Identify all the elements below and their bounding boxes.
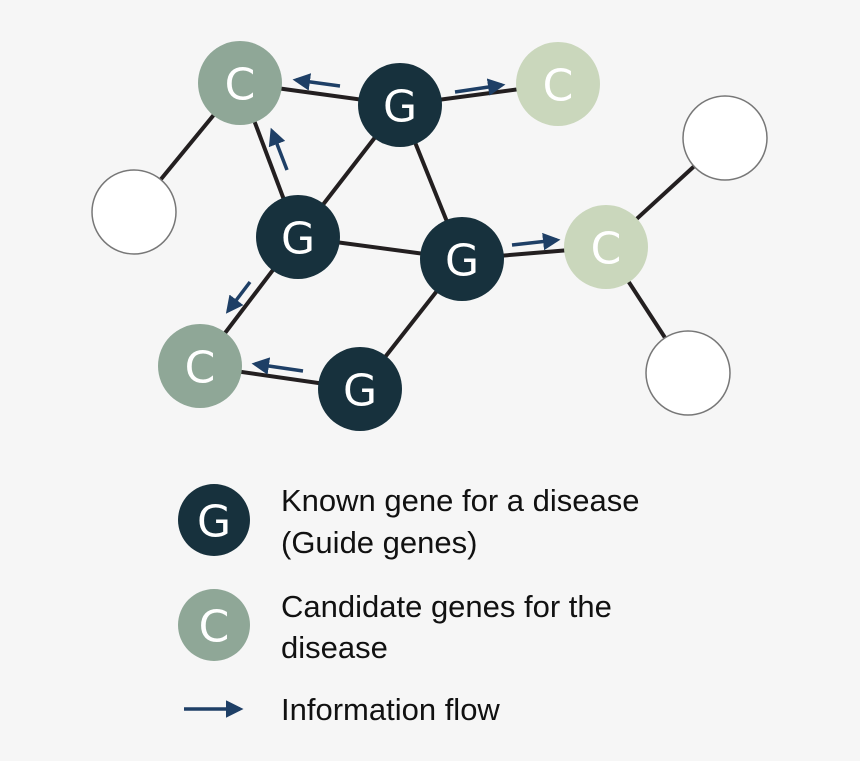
- empty-node-left: [91, 169, 177, 255]
- guide-node-g4: G: [318, 347, 402, 431]
- flow-arrow-g1-to-c1: [292, 73, 341, 91]
- guide-node-label: G: [445, 236, 479, 287]
- empty-nodes: [91, 95, 768, 416]
- candidate-node-label: C: [185, 343, 216, 394]
- flow-arrow-g3-to-c4: [511, 232, 561, 251]
- legend-guide-line1: Known gene for a disease: [281, 483, 639, 518]
- legend-information-flow: Information flow: [184, 692, 500, 727]
- empty-node-top-right: [682, 95, 768, 181]
- flow-arrow-g2-to-c3: [225, 280, 252, 314]
- legend-candidate-symbol: C: [199, 602, 230, 653]
- guide-node-label: G: [281, 214, 315, 265]
- guide-node-label: G: [343, 366, 377, 417]
- guide-node-g1: G: [358, 63, 442, 147]
- legend-candidate-symbol-icon: [178, 589, 250, 661]
- flow-arrow-g2-to-c1: [268, 127, 289, 171]
- flow-arrow-g4-to-c3: [251, 357, 304, 375]
- candidate-node-label: C: [591, 224, 622, 275]
- candidate-node-c3: C: [158, 324, 242, 408]
- candidate-node-c4: C: [564, 205, 648, 289]
- guide-node-label: G: [383, 82, 417, 133]
- guide-node-g2: G: [256, 195, 340, 279]
- guide-node-g3: G: [420, 217, 504, 301]
- candidate-node-c1: C: [198, 41, 282, 125]
- candidate-node-label: C: [225, 60, 256, 111]
- flow-arrows: [225, 73, 561, 375]
- candidate-node-label: C: [543, 61, 574, 112]
- legend-flow-label: Information flow: [281, 692, 500, 727]
- legend-candidate-line1: Candidate genes for the: [281, 589, 612, 624]
- legend-guide-symbol: G: [197, 497, 231, 548]
- flow-arrow-g1-to-c2: [454, 78, 506, 96]
- empty-node-bottom-right: [645, 330, 731, 416]
- legend-candidate-gene: C Candidate genes for the disease: [178, 589, 612, 665]
- legend-guide-symbol-icon: [178, 484, 250, 556]
- legend-guide-line2: (Guide genes): [281, 525, 477, 560]
- legend: G Known gene for a disease (Guide genes)…: [178, 483, 639, 727]
- legend-candidate-line2: disease: [281, 630, 388, 665]
- legend-guide-gene: G Known gene for a disease (Guide genes): [178, 483, 639, 560]
- candidate-node-c2: C: [516, 42, 600, 126]
